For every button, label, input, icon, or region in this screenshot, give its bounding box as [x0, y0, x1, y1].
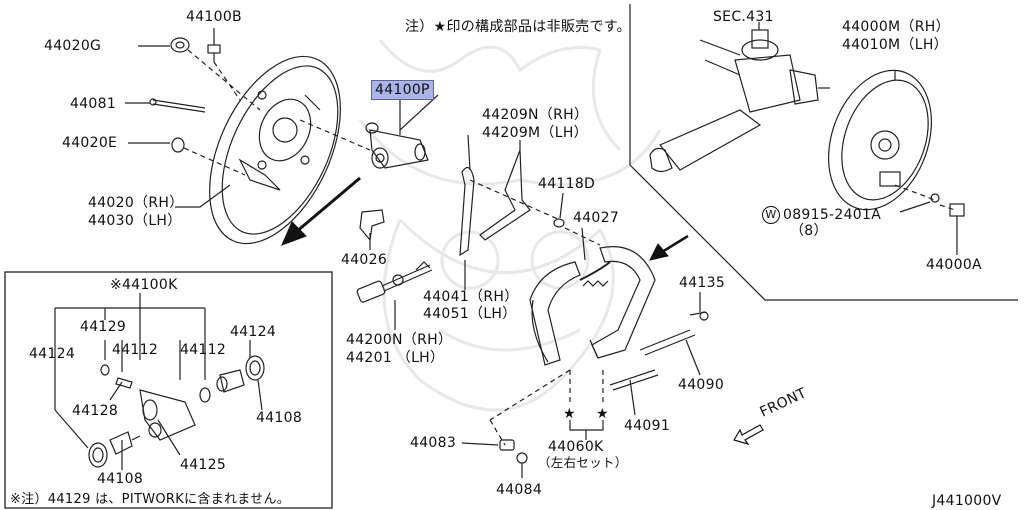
- clip-44026-drawing: [359, 209, 385, 242]
- plug-44020e-drawing: [128, 137, 185, 153]
- adjuster-44200n-drawing: [356, 261, 433, 303]
- spring-44083-drawing: [499, 439, 515, 451]
- part-label-44020[interactable]: 44020（RH）: [88, 195, 184, 211]
- section-ref-431[interactable]: SEC.431: [713, 9, 774, 25]
- nut-44000a-drawing: [949, 203, 965, 255]
- washer-symbol-icon: W: [762, 206, 780, 224]
- note-not-sold: 注）★印の構成部品は非販売です。: [405, 19, 631, 35]
- star-markers: ★ ★: [563, 406, 609, 422]
- part-label-44118d[interactable]: 44118D: [538, 176, 596, 192]
- part-label-44201[interactable]: 44201 （LH）: [346, 350, 445, 366]
- quantity-08915: （8）: [790, 223, 828, 239]
- part-label-44100k[interactable]: ※44100K: [110, 277, 178, 293]
- lever-44209-drawing: [459, 140, 531, 257]
- leader-lines: [369, 94, 701, 416]
- pin-44081-drawing: [125, 98, 206, 113]
- part-label-44051[interactable]: 44051（LH）: [423, 306, 517, 322]
- part-label-44041[interactable]: 44041（RH）: [423, 289, 519, 305]
- inset-parts-drawing: [88, 355, 265, 468]
- part-label-44000m[interactable]: 44000M（RH）: [842, 19, 950, 35]
- washer-44084-drawing: [516, 452, 528, 464]
- part-label-44030[interactable]: 44030（LH）: [88, 213, 182, 229]
- inset-label-44124-right[interactable]: 44124: [230, 324, 277, 340]
- part-label-44209n[interactable]: 44209N（RH）: [482, 107, 589, 123]
- assembly-lines-right: [894, 184, 956, 211]
- part-label-44209m[interactable]: 44209M（LH）: [482, 125, 588, 141]
- part-label-44010m[interactable]: 44010M（LH）: [842, 37, 948, 53]
- label-44060k-set-note: （左右セット）: [538, 455, 628, 470]
- assembly-lines-left: [183, 49, 371, 176]
- inset-box-44100k: [4, 271, 333, 509]
- springs-drawing: [609, 311, 709, 391]
- part-label-08915[interactable]: 08915-2401A: [783, 207, 882, 223]
- part-label-44135[interactable]: 44135: [679, 275, 726, 291]
- part-label-44084[interactable]: 44084: [496, 482, 543, 498]
- part-label-44200n[interactable]: 44200N（RH）: [346, 332, 453, 348]
- inset-label-44128[interactable]: 44128: [72, 403, 119, 419]
- direction-arrow-shoe: [649, 234, 689, 261]
- part-label-44090[interactable]: 44090: [678, 377, 725, 393]
- part-label-44083[interactable]: 44083: [410, 435, 457, 451]
- front-arrow: [733, 424, 764, 446]
- inset-label-44108-left[interactable]: 44108: [97, 471, 144, 487]
- inset-label-44112-right[interactable]: 44112: [180, 342, 227, 358]
- inset-label-44112-left[interactable]: 44112: [112, 342, 159, 358]
- wheel-cylinder-44100p-drawing: [365, 100, 429, 169]
- part-label-44081[interactable]: 44081: [70, 96, 117, 112]
- part-label-44000a[interactable]: 44000A: [926, 257, 982, 273]
- note-pitwork: ※注）44129 は、PITWORKに含まれません。: [10, 492, 291, 507]
- leader-44020: [175, 184, 231, 208]
- part-label-44026[interactable]: 44026: [341, 252, 388, 268]
- svg-text:★: ★: [563, 406, 576, 422]
- part-label-44020g[interactable]: 44020G: [44, 38, 102, 54]
- direction-arrow-left: [281, 176, 361, 246]
- washer-44118d-drawing: [553, 218, 565, 228]
- svg-text:★: ★: [596, 406, 609, 422]
- part-label-44091[interactable]: 44091: [624, 418, 671, 434]
- inset-label-44125[interactable]: 44125: [180, 457, 227, 473]
- bolt-44100b-drawing: [207, 28, 221, 62]
- brake-shoes-drawing: [529, 246, 656, 366]
- washer-08915-drawing: [930, 193, 940, 203]
- part-label-44100p-highlighted[interactable]: 44100P: [371, 80, 434, 100]
- inset-label-44124-left[interactable]: 44124: [29, 346, 76, 362]
- assembly-lines-bottom: [489, 369, 604, 446]
- brake-drum-44000m-drawing: [828, 69, 932, 211]
- inset-label-44108-right[interactable]: 44108: [256, 410, 303, 426]
- part-label-44020e[interactable]: 44020E: [62, 135, 118, 151]
- inset-label-44129[interactable]: 44129: [80, 319, 127, 335]
- backing-plate-drawing: [209, 55, 341, 245]
- plug-44020g-drawing: [138, 37, 190, 53]
- axle-region-border: [629, 4, 1018, 301]
- part-label-44060k[interactable]: 44060K: [548, 439, 604, 455]
- diagram-id: J441000V: [932, 493, 1002, 509]
- inset-leader-lines: [54, 293, 263, 470]
- part-label-44100b[interactable]: 44100B: [186, 9, 242, 25]
- axle-drawing: [649, 22, 830, 173]
- part-label-44027[interactable]: 44027: [573, 210, 620, 226]
